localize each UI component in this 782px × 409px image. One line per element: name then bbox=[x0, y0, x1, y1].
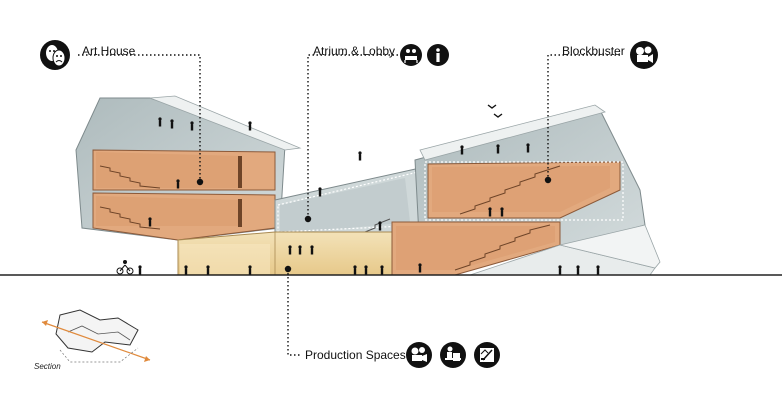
blockbuster-upper-stairs bbox=[459, 165, 561, 215]
art-house-leader bbox=[78, 54, 201, 182]
blockbuster-label: Blockbuster bbox=[562, 44, 625, 58]
info-icon bbox=[427, 44, 449, 66]
leader-lines bbox=[78, 54, 620, 356]
birds-icon bbox=[487, 104, 503, 118]
ticket-counter-icon bbox=[400, 44, 422, 66]
art-house-roof bbox=[149, 95, 302, 151]
blockbuster-roof bbox=[419, 104, 606, 161]
blockbuster-lower-stairs bbox=[454, 224, 551, 271]
film-camera-icon bbox=[406, 342, 432, 368]
bicycle-icon bbox=[116, 260, 134, 275]
art-house-volume bbox=[75, 95, 302, 241]
art-house-upper-stairs bbox=[99, 165, 161, 189]
blockbuster-volume bbox=[391, 104, 661, 276]
design-studio-icon bbox=[474, 342, 500, 368]
theater-masks-icon bbox=[40, 40, 70, 70]
film-camera-icon bbox=[630, 41, 658, 69]
production-spaces-label: Production Spaces bbox=[305, 348, 406, 362]
art-house-label: Art House bbox=[82, 44, 136, 58]
blockbuster-leader bbox=[547, 54, 620, 180]
section-cut-line bbox=[41, 321, 151, 361]
production-volume bbox=[177, 231, 396, 276]
editing-desk-icon bbox=[440, 342, 466, 368]
atrium-lobby-label: Atrium & Lobby bbox=[313, 44, 396, 58]
production-leader bbox=[287, 269, 300, 356]
leader-dots bbox=[196, 176, 552, 273]
section-key-label: Section bbox=[34, 362, 61, 371]
section-key-thumbnail bbox=[41, 309, 151, 363]
art-house-lower-stairs bbox=[99, 206, 161, 230]
people-silhouettes bbox=[138, 117, 600, 275]
